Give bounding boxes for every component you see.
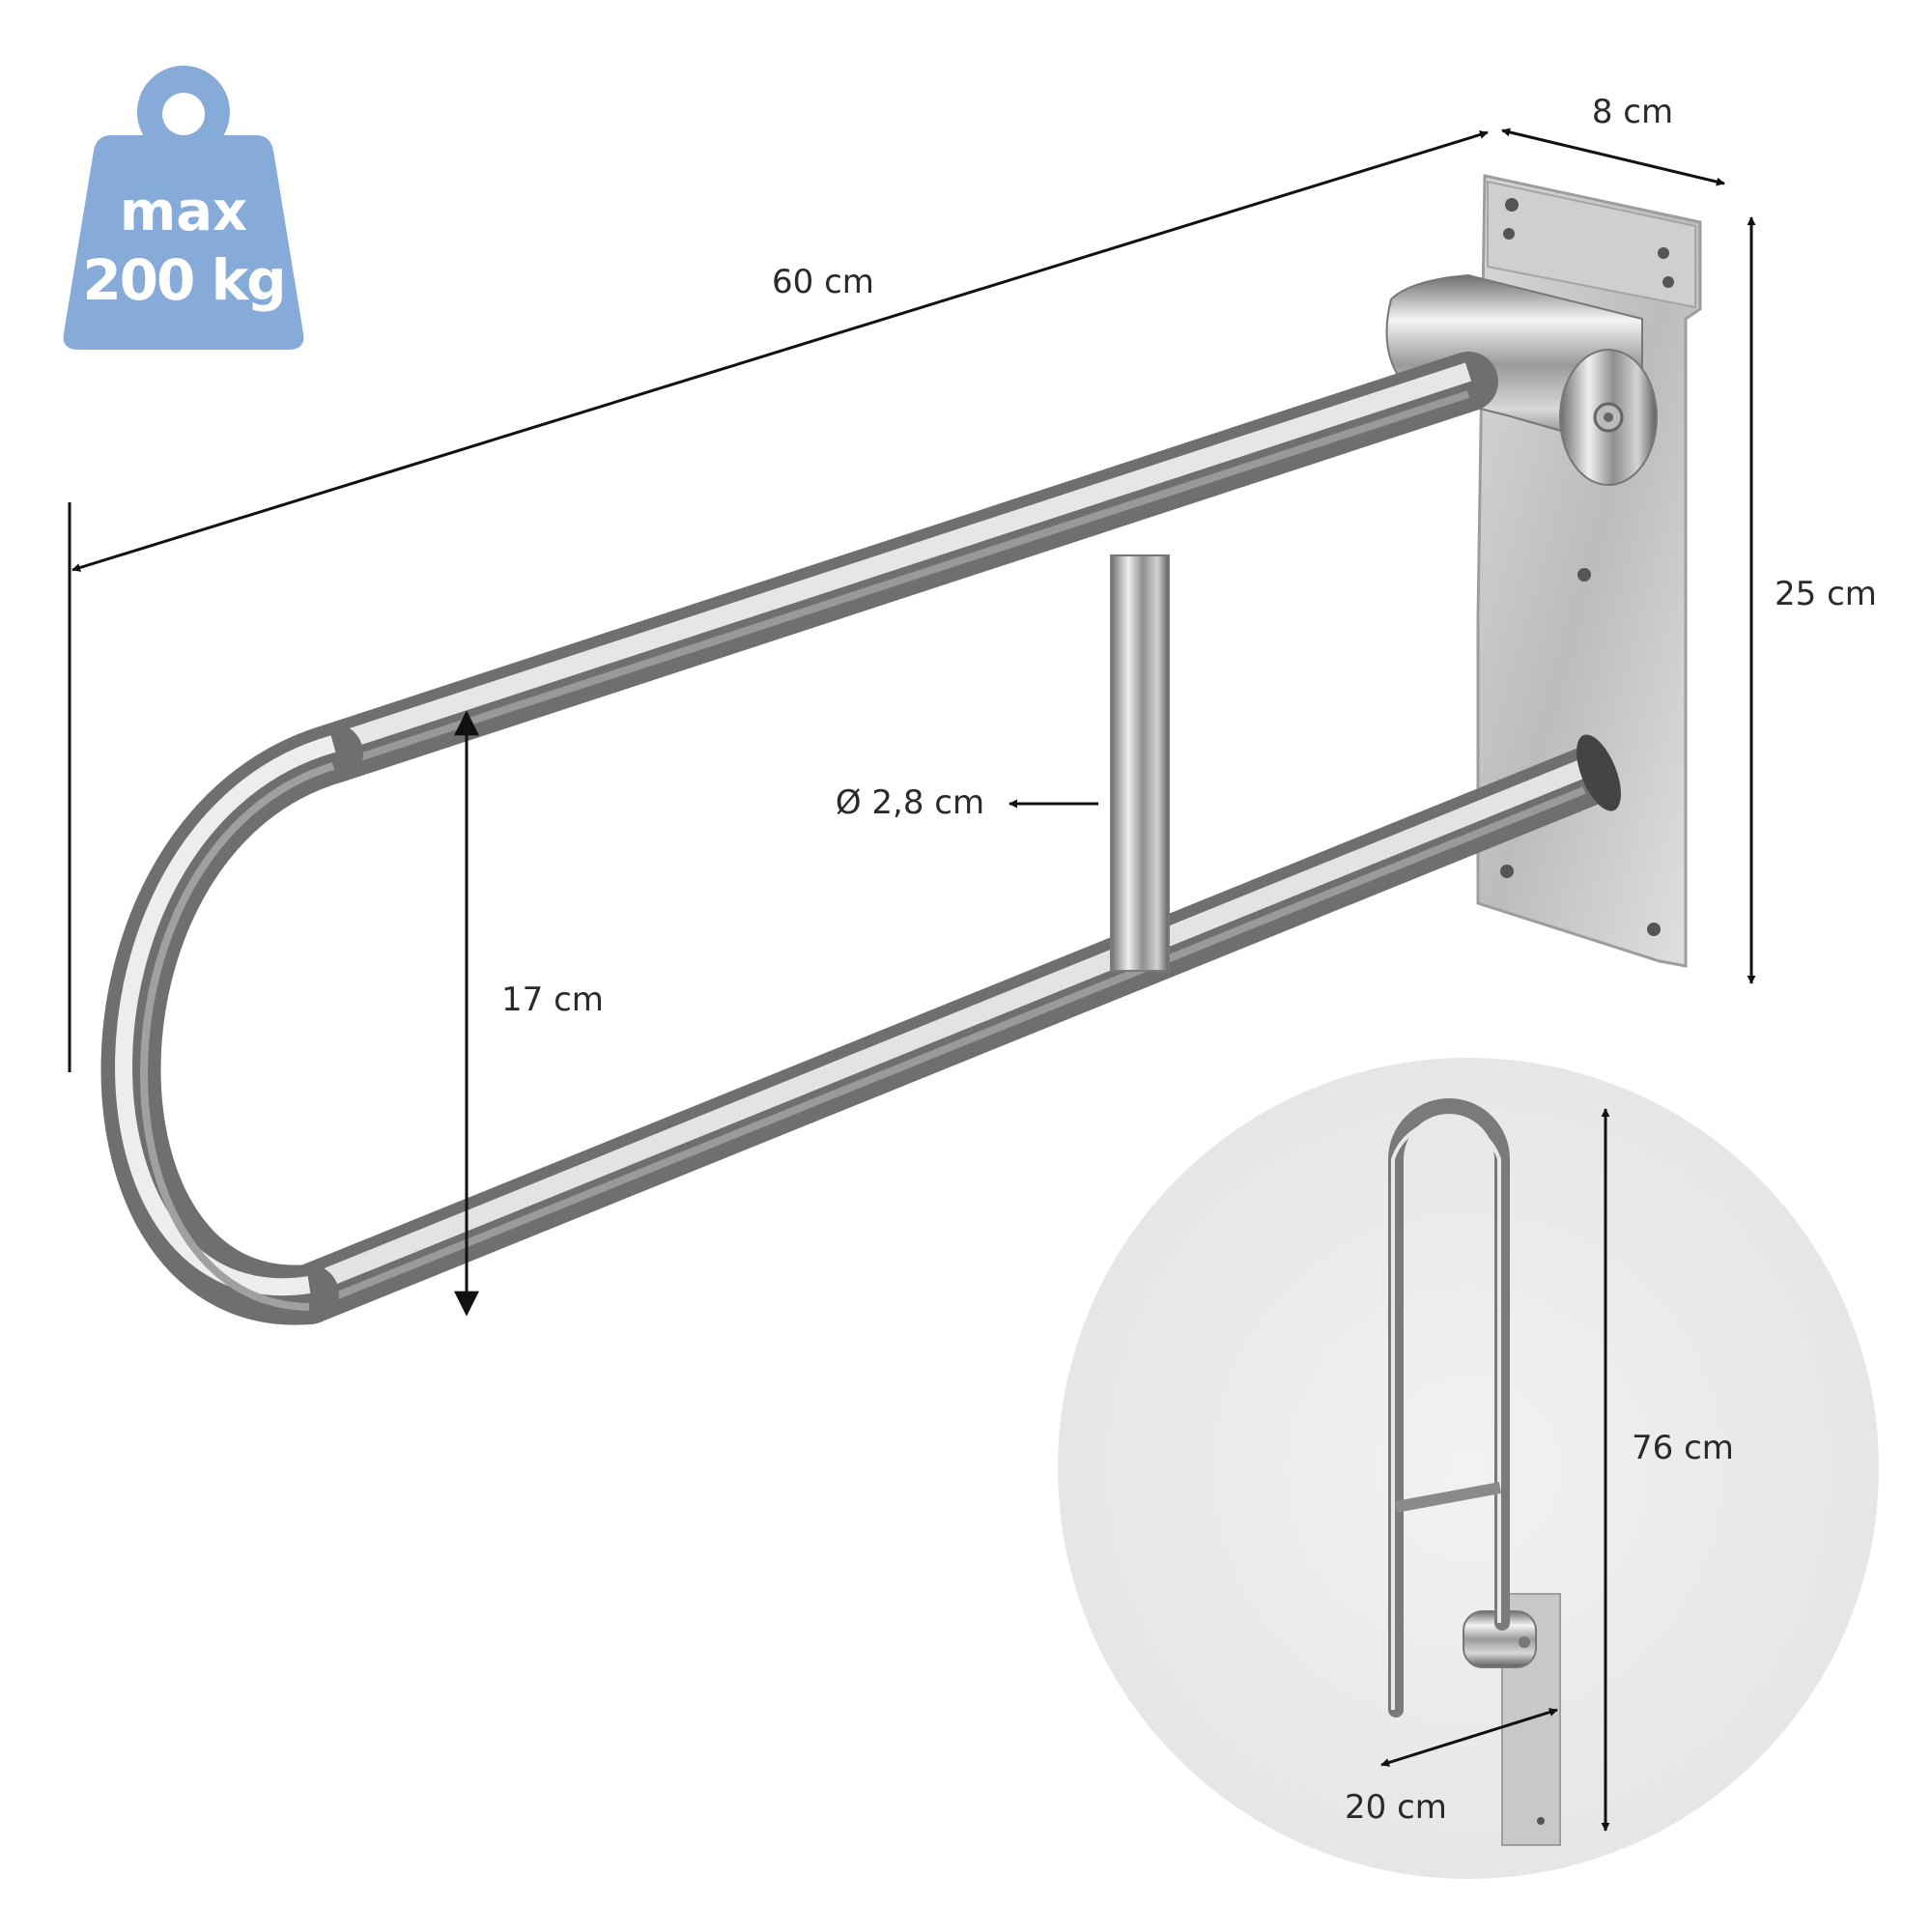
inset-background xyxy=(1058,1058,1879,1879)
screw-hole xyxy=(1503,228,1515,240)
screw-hole xyxy=(1662,276,1674,288)
depth-dimension-line xyxy=(1501,128,1725,186)
screw-hole xyxy=(1647,923,1661,936)
badge-line1: max xyxy=(120,181,247,243)
screw-hole xyxy=(1577,568,1591,582)
vertical-strut xyxy=(1110,554,1170,972)
plate-height-label: 25 cm xyxy=(1775,575,1877,613)
bar-spacing-label: 17 cm xyxy=(501,980,604,1019)
inset-width-label: 20 cm xyxy=(1345,1788,1447,1827)
weight-badge: max 200 kg xyxy=(63,66,304,350)
dimension-lines xyxy=(68,128,1756,1317)
inset-height-label: 76 cm xyxy=(1632,1429,1734,1467)
length-dimension-line xyxy=(71,130,1489,572)
inset-folded-view: 76 cm 20 cm xyxy=(1058,1058,1879,1879)
tube-diameter-label: Ø 2,8 cm xyxy=(836,783,984,822)
inset-crossbar xyxy=(1394,1482,1502,1513)
lower-rail-collar xyxy=(1577,734,1621,811)
length-label: 60 cm xyxy=(772,263,874,301)
badge-line2: 200 kg xyxy=(82,247,284,313)
inset-grab-bar xyxy=(1388,1098,1510,1718)
screw-hole xyxy=(1500,865,1514,878)
inset-width-dimension-line xyxy=(1380,1708,1558,1767)
depth-label: 8 cm xyxy=(1592,93,1673,131)
screw-hole xyxy=(1658,247,1669,259)
screw-hole xyxy=(1505,198,1519,212)
